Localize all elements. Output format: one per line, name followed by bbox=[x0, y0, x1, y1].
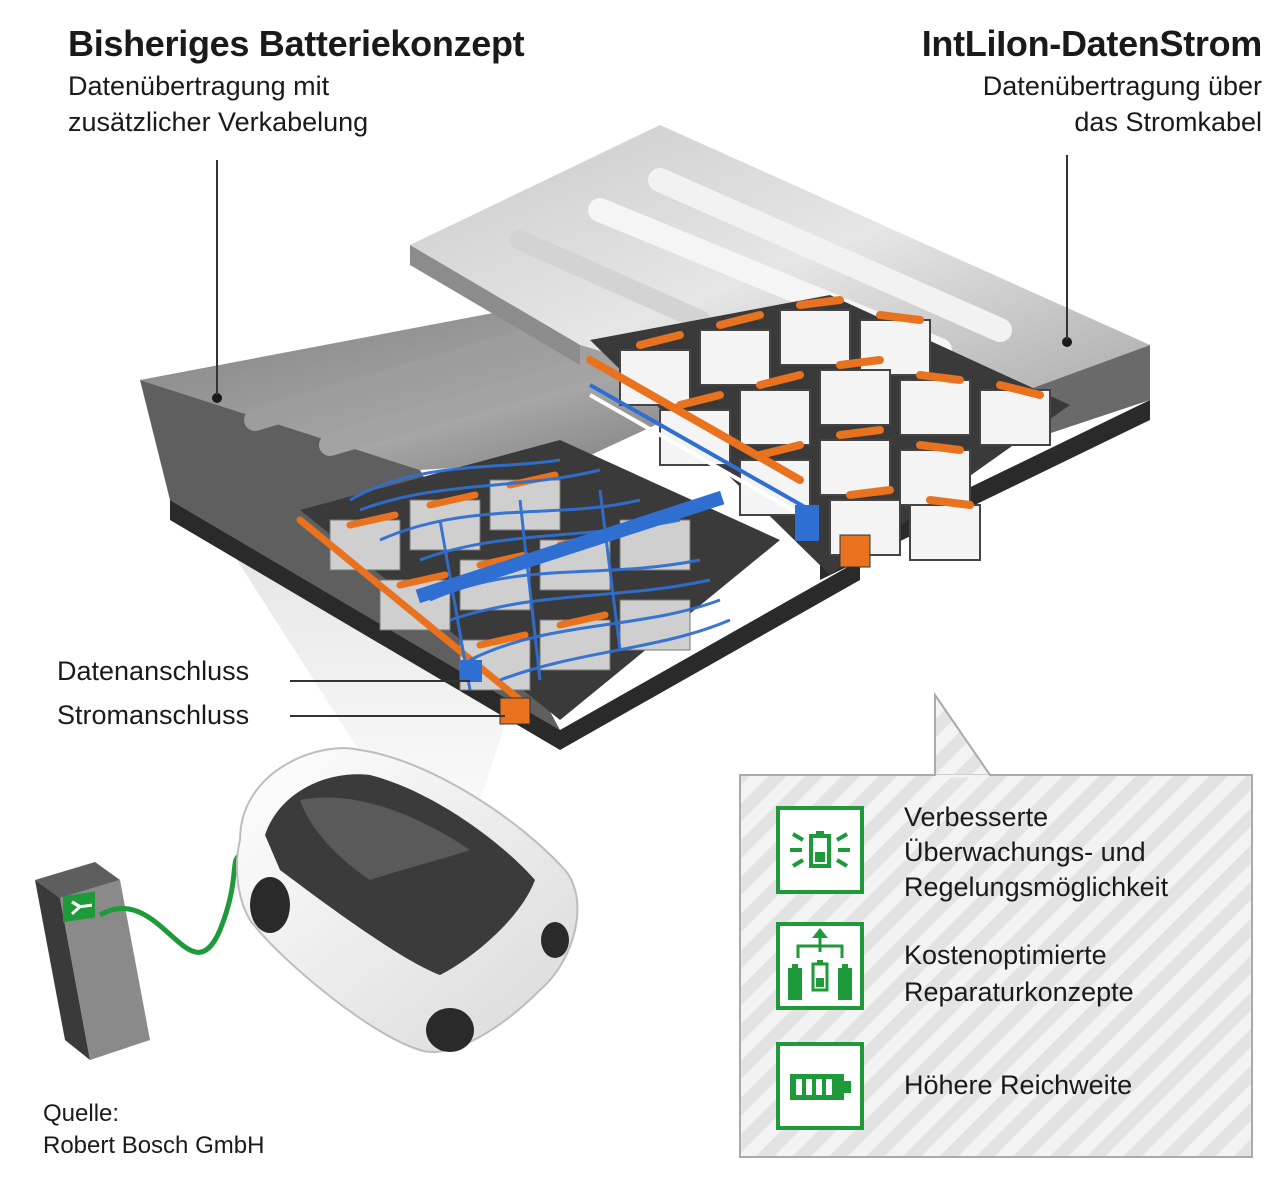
electric-car bbox=[236, 747, 579, 1053]
intliion-battery-pack bbox=[410, 125, 1150, 580]
benefit-1-line-2: Überwachungs- und bbox=[904, 837, 1146, 867]
benefit-3-line-1: Höhere Reichweite bbox=[904, 1070, 1133, 1100]
conventional-concept-line-1: Datenübertragung mit bbox=[68, 71, 330, 101]
right-pack-power-cables bbox=[586, 296, 1044, 509]
battery-full-icon bbox=[776, 1042, 864, 1135]
source-name: Robert Bosch GmbH bbox=[43, 1132, 265, 1159]
conventional-concept-line-2: zusätzlicher Verkabelung bbox=[68, 107, 369, 137]
conventional-concept-title: Bisheriges Batteriekonzept bbox=[68, 23, 525, 64]
data-connector-label: Datenanschluss bbox=[57, 656, 250, 686]
right-pack-lid bbox=[410, 125, 1150, 410]
charging-cable bbox=[98, 852, 242, 955]
callout-pointer bbox=[934, 691, 992, 776]
charging-station bbox=[35, 862, 150, 1060]
battery-monitoring-icon bbox=[776, 806, 864, 899]
intliion-concept-line-2: das Stromkabel bbox=[1074, 107, 1262, 137]
benefit-1-line-1: Verbesserte bbox=[904, 802, 1049, 832]
power-connector-label: Stromanschluss bbox=[57, 700, 250, 730]
source-label: Quelle: bbox=[43, 1100, 120, 1127]
intliion-concept-line-1: Datenübertragung über bbox=[982, 71, 1262, 101]
leader-lines bbox=[216, 155, 1068, 717]
battery-repair-icon bbox=[776, 922, 864, 1015]
benefit-1-line-3: Regelungsmöglichkeit bbox=[904, 872, 1169, 902]
benefit-2-line-2: Reparaturkonzepte bbox=[904, 977, 1134, 1007]
benefit-2-line-1: Kostenoptimierte bbox=[904, 940, 1107, 970]
intliion-concept-title: IntLiIon-DatenStrom bbox=[921, 23, 1263, 64]
